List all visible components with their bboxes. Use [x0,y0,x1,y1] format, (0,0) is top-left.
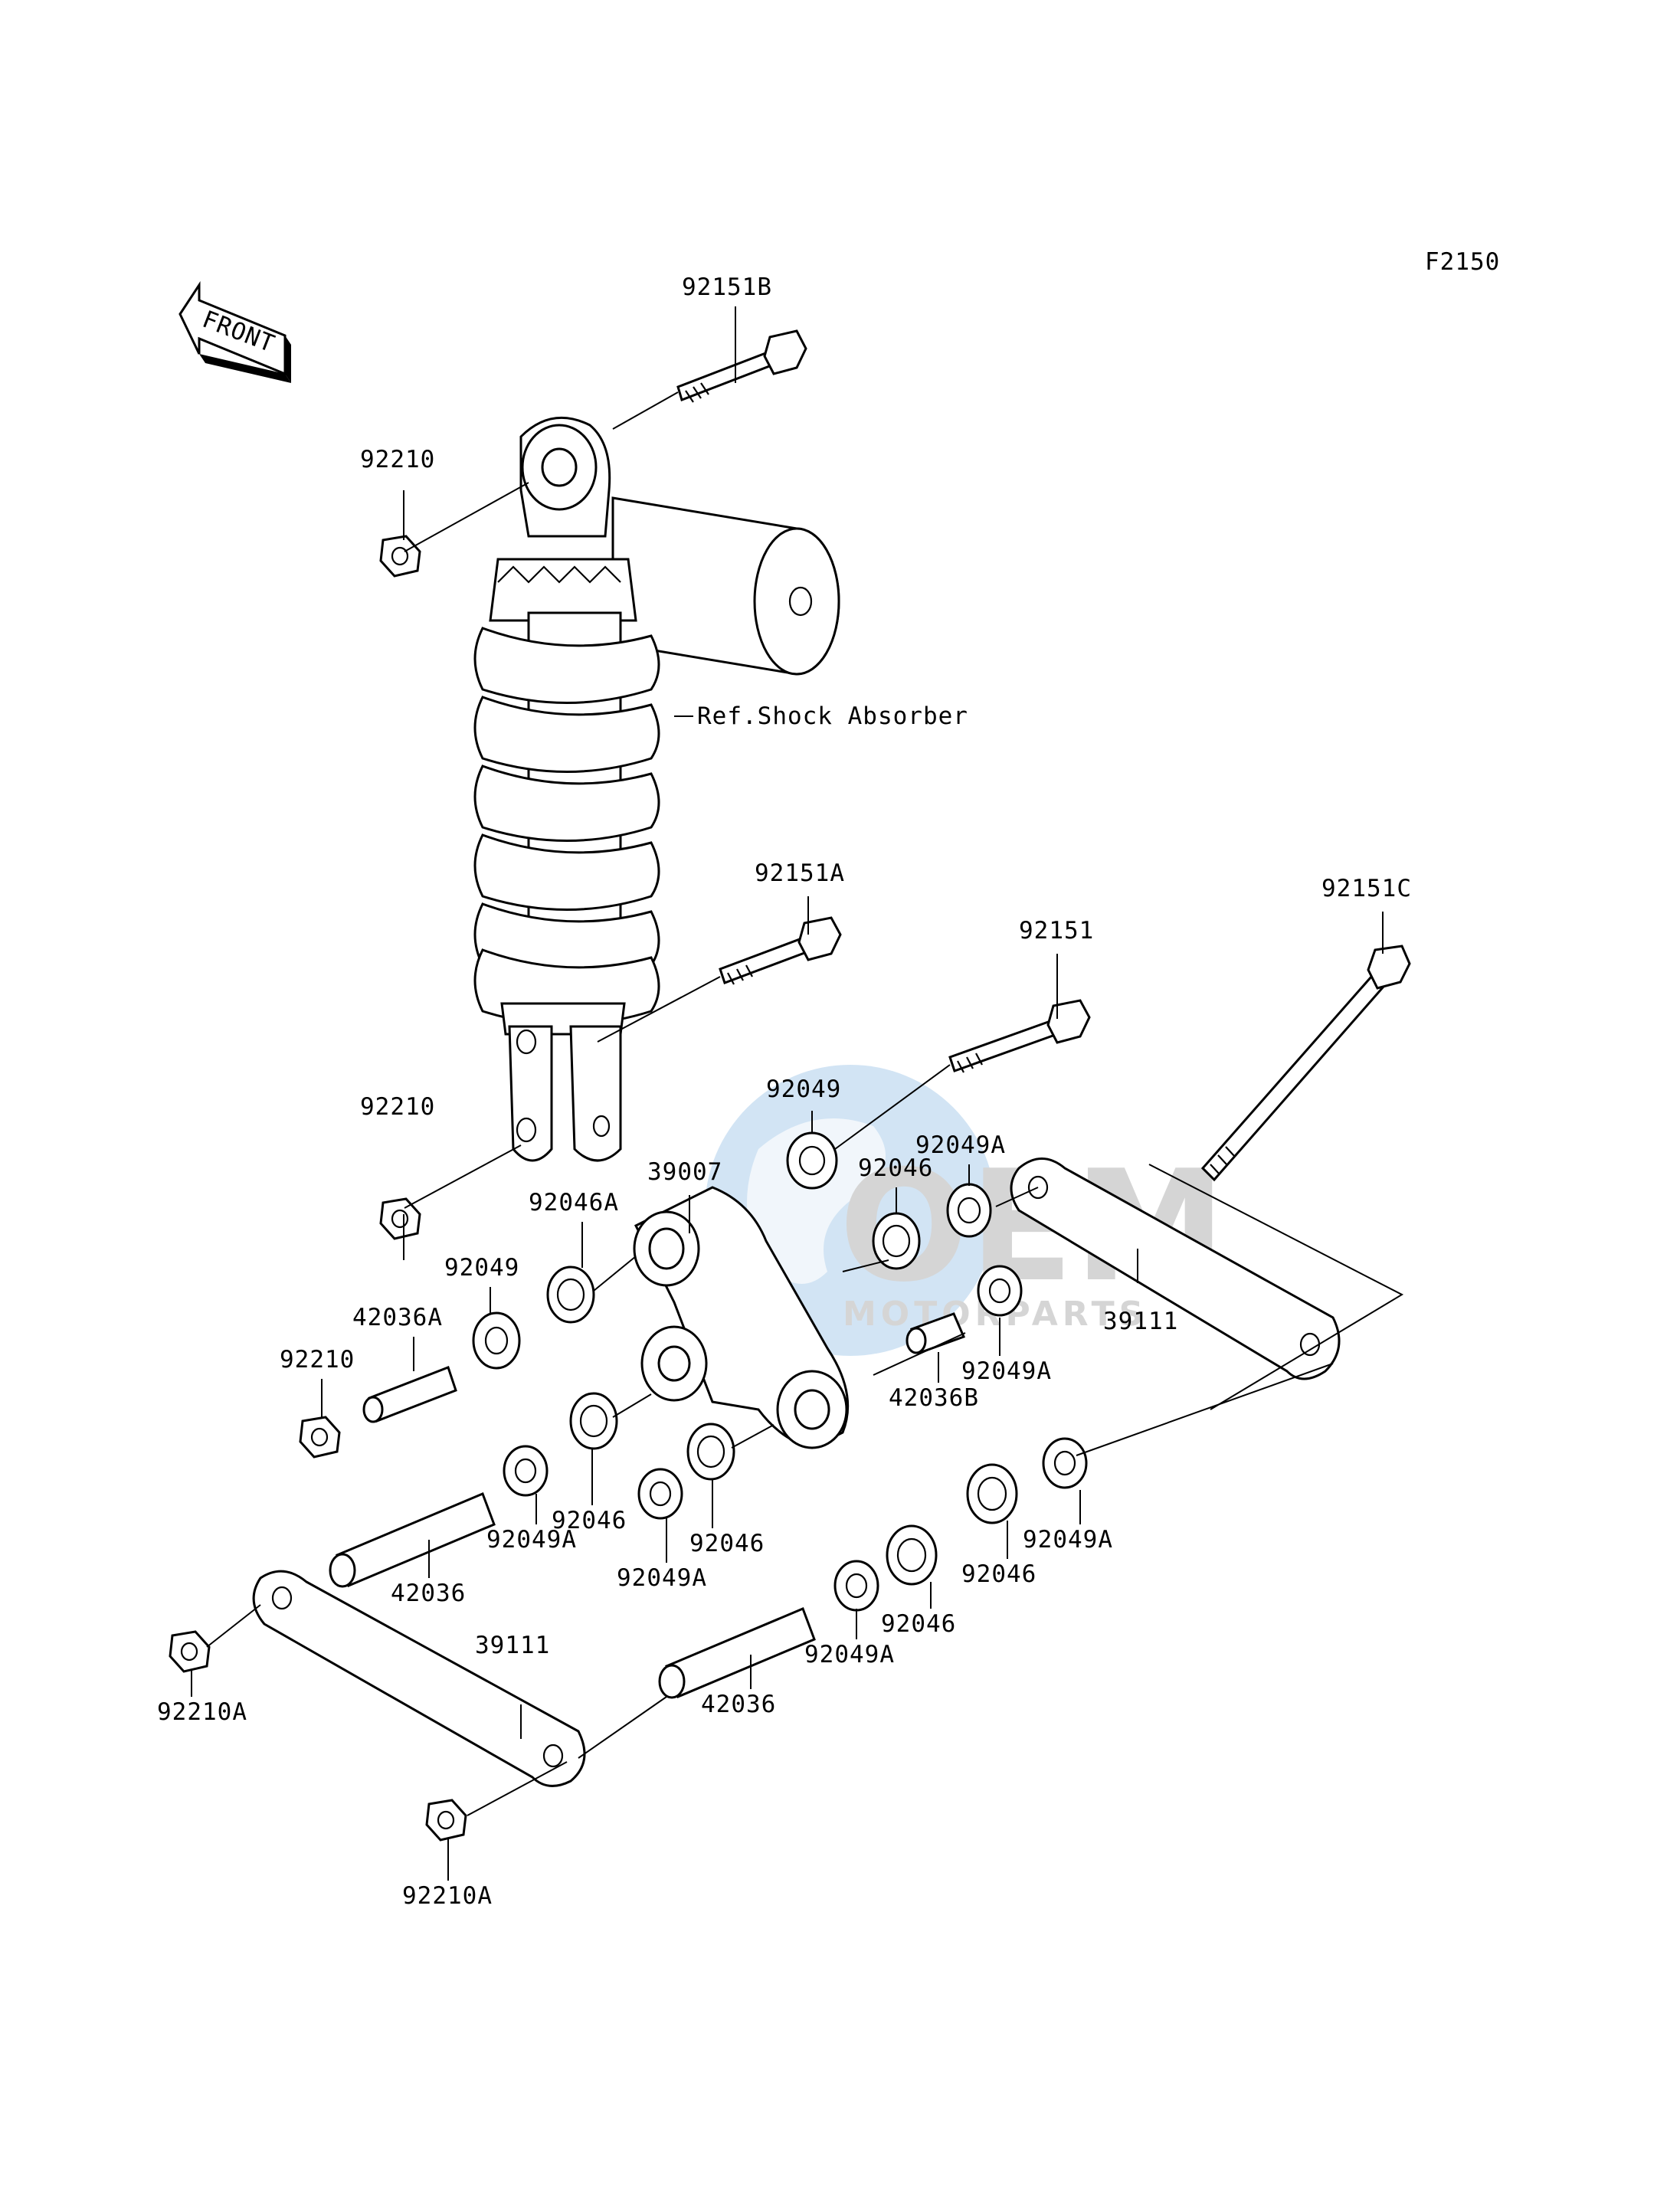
label-rocker-arm: 39007 [647,1158,722,1186]
bearing-92046-lower-mid [886,1524,938,1586]
nut-92210-upper [379,535,421,578]
label-seal-lower-mid: 92049A [804,1641,895,1668]
bolt-92151b [676,329,807,403]
bearing-92046a [546,1265,595,1324]
nut-92210a-bottom [425,1799,467,1842]
label-seal-top: 92049 [766,1076,841,1103]
label-nut-lower: 92210 [360,1093,435,1121]
label-bearing-lower-mid: 92046 [881,1610,956,1638]
seal-92049a-right-mid [977,1265,1023,1317]
seal-92049a-mid [637,1468,683,1520]
collar-42036b [905,1312,966,1354]
nut-92210-lower [379,1197,421,1240]
shock-absorber [473,416,840,1162]
label-seal-top-right: 92049A [915,1131,1006,1159]
label-bearing-mid: 92046 [689,1530,765,1557]
label-bolt-upper: 92151B [682,273,772,301]
label-bolt-92151a-text: 92151A [755,859,845,887]
seal-92049a-mid-left [503,1445,549,1497]
seal-92049a-lower-mid [833,1560,879,1612]
label-rod-right: 39111 [1103,1308,1178,1335]
seal-92049-left [472,1311,521,1370]
bearing-92046-mid-left [569,1392,618,1450]
bearing-92046-mid [686,1423,735,1481]
bolt-92151c [1200,945,1411,1182]
label-collar-mid: 42036B [889,1384,979,1412]
part-labels: 92151B 92210 Ref.Shock Absorber 92151A 9… [157,273,1412,1910]
label-bolt-92151: 92151 [1019,917,1094,945]
bearing-92046-top [872,1212,921,1270]
seal-92049-top [786,1131,838,1190]
label-seal-mid: 92049A [617,1564,707,1592]
label-collar-lower-left: 42036 [391,1580,466,1607]
bolt-92151 [948,999,1091,1073]
label-seal-right-mid: 92049A [961,1357,1052,1385]
label-bearing-left: 92046A [529,1189,619,1216]
rod-39111-left [252,1570,586,1787]
label-seal-lower-right: 92049A [1023,1526,1113,1554]
label-bolt-92151c: 92151C [1321,875,1412,902]
seal-92049a-top-right [946,1183,992,1238]
collar-42036-lower-left [329,1492,496,1588]
label-bearing-lower-right: 92046 [961,1560,1036,1588]
label-nut-rod-left: 92210A [157,1698,247,1726]
collar-42036a [362,1366,457,1423]
label-nut-left: 92210 [280,1346,355,1374]
rocker-arm-39007 [633,1186,850,1449]
collar-42036-lower-mid [658,1607,816,1699]
label-collar-left: 42036A [352,1304,443,1331]
label-seal-left: 92049 [444,1254,519,1282]
leader-lines [191,306,1404,1881]
label-collar-lower-mid: 42036 [701,1691,776,1718]
bolt-92151a [719,916,842,985]
nut-92210-left [299,1416,341,1459]
label-rod-left: 39111 [475,1632,550,1659]
front-arrow-icon: FRONT [178,280,291,383]
label-bearing-mid-left: 92046 [552,1507,627,1534]
label-nut-rod-bottom: 92210A [402,1882,493,1910]
nut-92210a-rod [169,1630,211,1673]
label-bearing-top: 92046 [858,1154,933,1182]
label-ref-shock-absorber: Ref.Shock Absorber [697,702,968,730]
bearing-92046-lower-right [966,1463,1018,1524]
label-nut-upper: 92210 [360,446,435,473]
label-seal-mid-left: 92049A [486,1526,577,1554]
seal-92049a-lower-right [1042,1437,1088,1489]
figure-code: F2150 [1425,248,1500,276]
